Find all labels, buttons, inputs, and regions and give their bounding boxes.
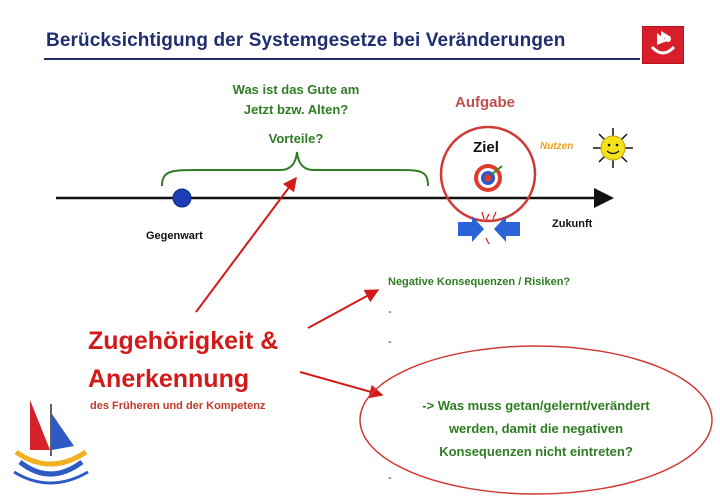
gegenwart-label: Gegenwart (146, 230, 203, 242)
negative-consequences-label: Negative Konsequenzen / Risiken? (388, 276, 571, 288)
blue-arrows-icon (458, 211, 520, 245)
action-line-1: -> Was muss getan/gelernt/verändert (422, 398, 650, 413)
sailboat-logo-icon (13, 400, 89, 485)
timeline-present-dot (172, 188, 192, 208)
action-line-3: Konsequenzen nicht eintreten? (439, 444, 633, 459)
title-rule (44, 58, 640, 60)
nutzen-label: Nutzen (540, 141, 574, 152)
zugehoerigkeit-subtitle: des Früheren und der Kompetenz (90, 400, 266, 412)
question-text: Was ist das Gute am Jetzt bzw. Alten? (196, 80, 396, 120)
question-line-1: Was ist das Gute am (232, 82, 360, 97)
action-ellipse (359, 345, 713, 495)
vorteile-brace (161, 151, 429, 187)
question-line-2: Jetzt bzw. Alten? (243, 102, 349, 117)
arrow-to-vorteile (195, 176, 297, 313)
zukunft-label: Zukunft (552, 218, 593, 230)
dash-item-1: - (388, 306, 392, 318)
zugehoerigkeit-heading: Zugehörigkeit & Anerkennung (88, 322, 278, 398)
ziel-label: Ziel (473, 139, 499, 156)
arrow-to-action (299, 371, 384, 399)
zugehoerigkeit-line-1: Zugehörigkeit & (88, 327, 279, 355)
aufgabe-label: Aufgabe (455, 94, 515, 111)
dash-item-3: - (388, 472, 392, 484)
action-line-2: werden, damit die negativen (448, 421, 624, 436)
arrow-to-negative (307, 289, 380, 329)
sun-icon (593, 128, 633, 168)
vorteile-label: Vorteile? (268, 131, 324, 146)
action-question: -> Was muss getan/gelernt/verändert werd… (398, 394, 674, 463)
dash-item-2: - (388, 336, 392, 348)
target-icon (474, 164, 503, 192)
slide-title: Berücksichtigung der Systemgesetze bei V… (46, 30, 566, 51)
logo-icon (642, 26, 684, 64)
aufgabe-circle (439, 125, 537, 223)
zugehoerigkeit-line-2: Anerkennung (88, 365, 250, 393)
